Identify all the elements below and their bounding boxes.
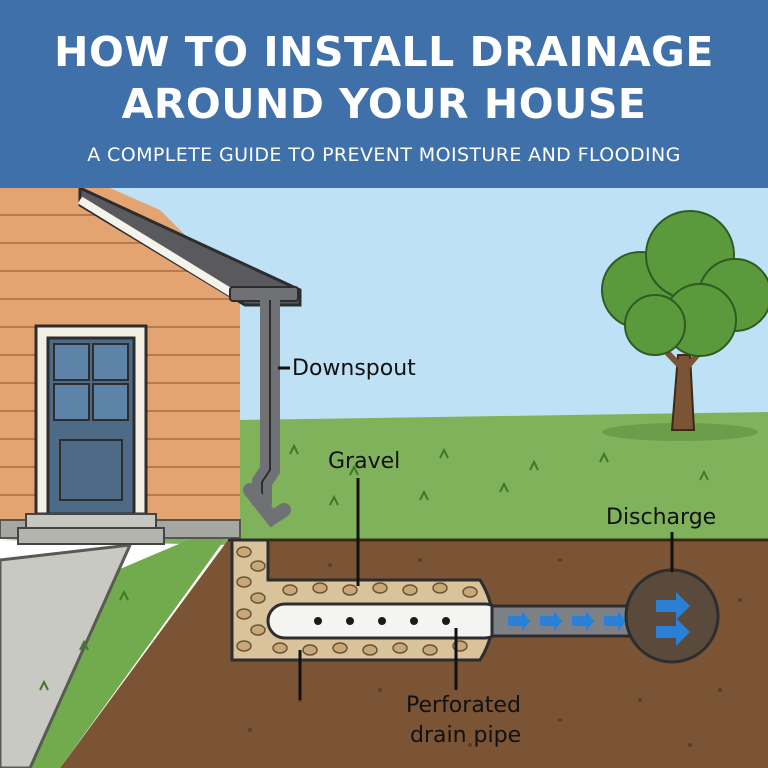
porch-step-top <box>25 513 157 529</box>
roof-trim <box>77 196 243 302</box>
flow-arrows <box>508 611 626 631</box>
downspout-pipe <box>252 290 280 505</box>
title-line-2: AROUND YOUR HOUSE <box>121 80 647 128</box>
downspout-elbow <box>243 483 291 528</box>
label-gravel: Gravel <box>328 449 400 474</box>
leader-lines <box>278 366 674 700</box>
discharge-basin <box>624 568 720 664</box>
page-subtitle: A COMPLETE GUIDE TO PREVENT MOISTURE AND… <box>87 144 681 166</box>
title-banner: HOW TO INSTALL DRAINAGE AROUND YOUR HOUS… <box>0 0 768 188</box>
grass-tufts <box>39 443 709 691</box>
gravel-stones <box>236 546 478 656</box>
label-pipe-line-2: drain pipe <box>410 723 521 748</box>
door-panel <box>59 439 123 501</box>
porch-step-bottom <box>17 527 165 545</box>
label-discharge: Discharge <box>606 505 716 530</box>
sidewalk <box>0 543 133 768</box>
downspout-outline <box>261 300 271 495</box>
label-downspout: Downspout <box>292 356 416 381</box>
pipe-perforations <box>314 617 450 625</box>
soil-texture <box>248 558 742 747</box>
label-pipe-line-1: Perforated <box>406 693 521 718</box>
door-window <box>53 343 129 421</box>
title-line-1: HOW TO INSTALL DRAINAGE <box>54 28 714 76</box>
drainage-diagram: Downspout Gravel Discharge Perforated dr… <box>0 188 768 768</box>
discharge-arrows <box>656 592 690 646</box>
page-title: HOW TO INSTALL DRAINAGE AROUND YOUR HOUS… <box>0 0 768 130</box>
tree-icon <box>601 210 768 441</box>
lawn <box>0 412 768 548</box>
